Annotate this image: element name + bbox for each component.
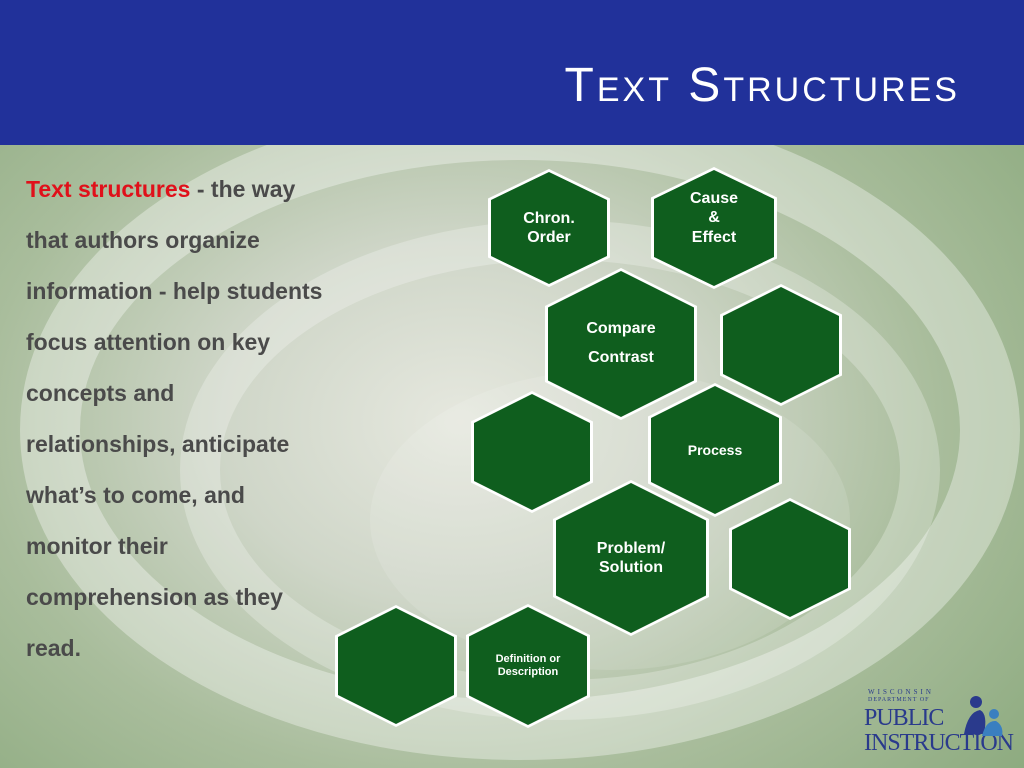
logo-line-department: DEPARTMENT OF	[868, 697, 930, 703]
hexagon-label-blank-3	[729, 498, 851, 620]
hexagon-label-process: Process	[687, 441, 743, 458]
definition-term: Text structures	[26, 176, 191, 202]
definition-body: - the way that authors organize informat…	[26, 176, 323, 661]
hexagon-label-definition-description: Definition or Description	[495, 652, 561, 678]
hexagon-label-problem-solution: Problem/ Solution	[596, 539, 666, 576]
dpi-logo: WISCONSIN DEPARTMENT OF PUBLIC INSTRUCTI…	[862, 688, 1014, 762]
header-bar: Text Structures	[0, 0, 1024, 145]
logo-line-public: PUBLIC	[864, 705, 944, 731]
hexagon-label-chron-order: Chron. Order	[523, 209, 575, 246]
slide-title: Text Structures	[564, 59, 960, 112]
hexagon-label-cause-effect: Cause & Effect	[689, 190, 739, 246]
hexagon-label-blank-4	[335, 605, 457, 727]
logo-figure-icon	[964, 696, 1003, 736]
logo-line-state: WISCONSIN	[868, 688, 934, 696]
definition-text: Text structures - the way that authors o…	[26, 164, 326, 674]
hexagon-label-compare-contrast: Compare Contrast	[586, 320, 656, 366]
